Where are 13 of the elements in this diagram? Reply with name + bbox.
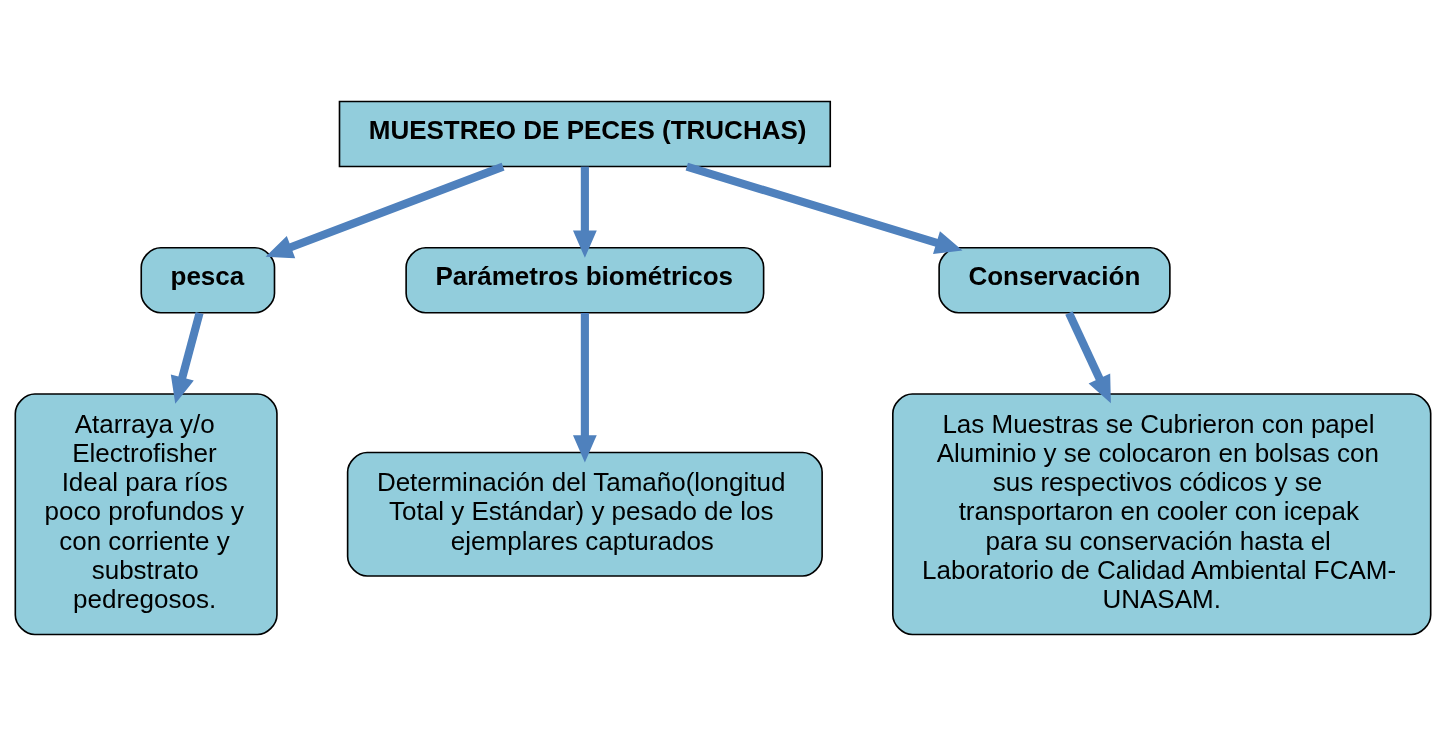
node-box: Conservación xyxy=(938,246,1171,314)
node-box: Parámetros biométricos xyxy=(405,246,765,314)
arrow xyxy=(1065,310,1111,403)
node-box: MUESTREO DE PECES (TRUCHAS) xyxy=(338,100,832,167)
node-box: Atarraya y/o Electrofisher Ideal para ríos poco profundos y con corriente y substrato pedregosos. xyxy=(14,392,278,635)
arrow xyxy=(572,312,597,462)
node-box: Las Muestras se Cubrieron con papel Aluminio y se colocaron en bolsas con sus respectivos códicos y se transportaron en cooler con icepak para su conservación hasta el Laboratorio de Calidad Ambiental FCAM-UNASAM. xyxy=(892,392,1432,635)
node-box: Determinación del Tamaño(longitud Total y Estándar) y pesado de los ejemplares capturados xyxy=(346,451,823,577)
arrow xyxy=(685,162,963,254)
node-box: pesca xyxy=(140,246,276,314)
arrow xyxy=(170,311,204,404)
arrow xyxy=(572,166,597,258)
arrow xyxy=(265,162,505,258)
